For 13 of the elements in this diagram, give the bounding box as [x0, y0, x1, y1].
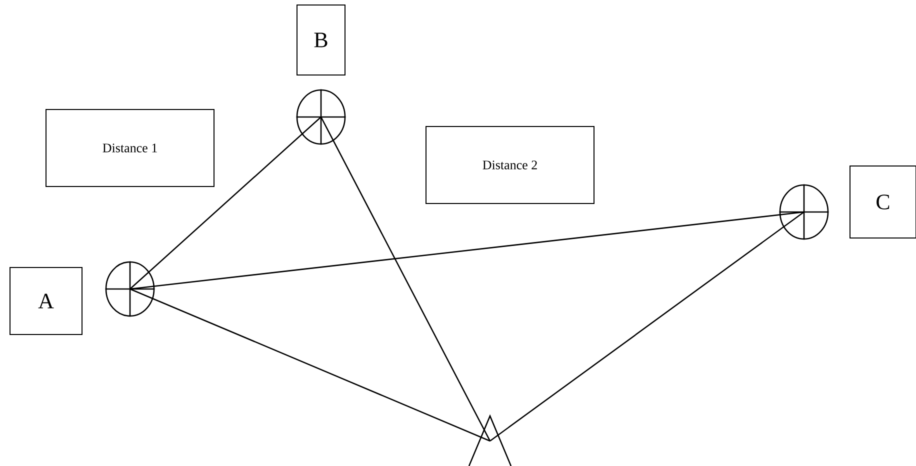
crosshair-circle: [296, 89, 346, 145]
connector-line: [130, 116, 322, 290]
text-box: Distance 1: [46, 109, 214, 187]
crosshair-circle: [779, 184, 829, 240]
crosshair-circle: [105, 261, 155, 317]
connector-line: [490, 211, 804, 442]
label-box: A: [10, 267, 83, 335]
connector-line: [320, 116, 491, 442]
connector-line: [130, 288, 490, 442]
label-box: B: [296, 4, 346, 76]
label-box: C: [850, 166, 916, 238]
text-box: Distance 2: [426, 126, 594, 204]
connector-line: [130, 211, 804, 290]
